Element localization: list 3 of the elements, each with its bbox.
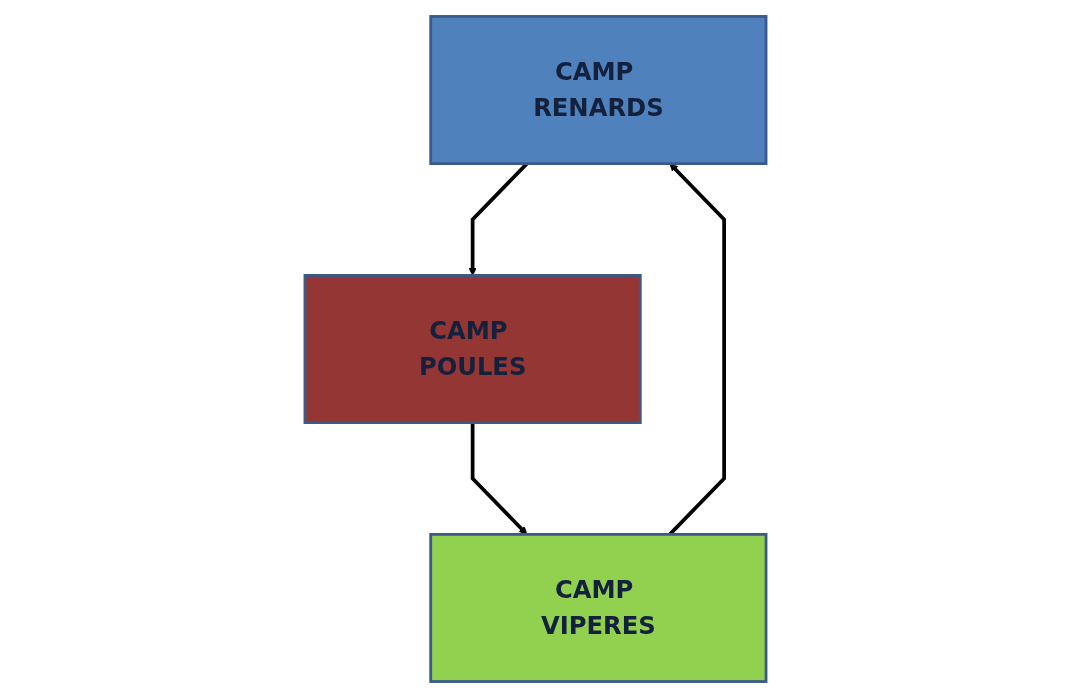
node-box: CAMP RENARDS xyxy=(428,14,767,165)
node-box: CAMP POULES xyxy=(303,273,642,424)
node-box: CAMP VIPERES xyxy=(428,532,767,683)
